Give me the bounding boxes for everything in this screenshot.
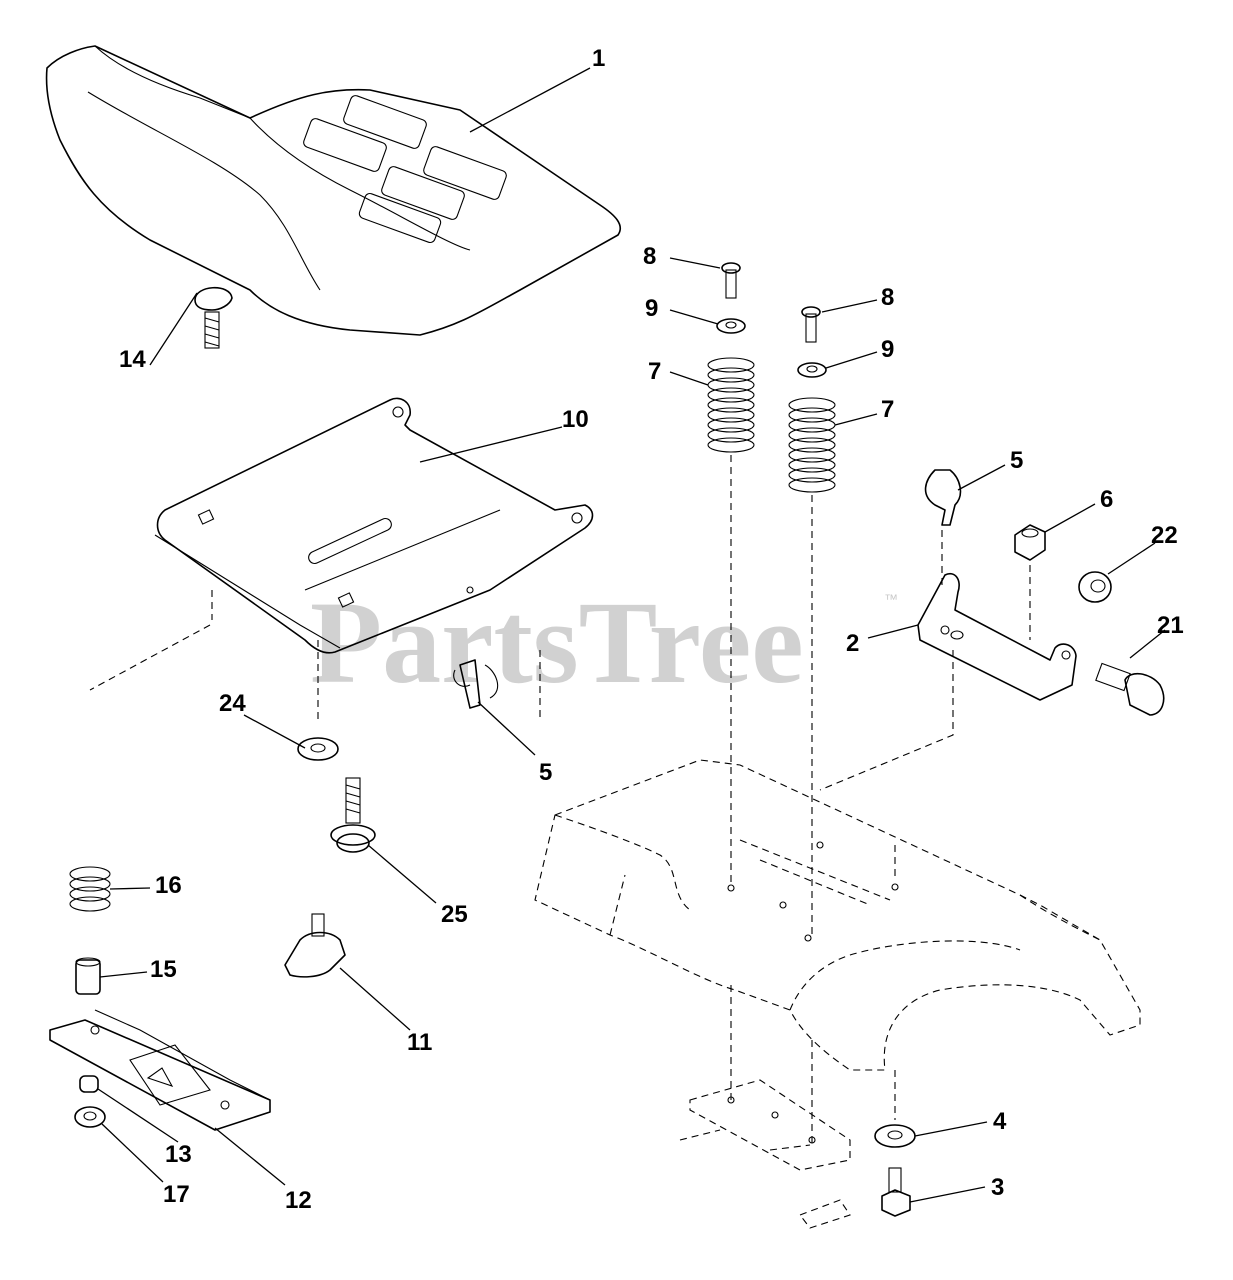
slide-rail-12 bbox=[49, 1009, 271, 1131]
spring-7-left bbox=[707, 357, 755, 453]
callout-8a: 8 bbox=[643, 243, 656, 270]
callout-16: 16 bbox=[155, 872, 182, 899]
fender-chassis bbox=[534, 759, 1141, 1071]
leader-lines bbox=[97, 67, 1166, 1203]
spacer-22 bbox=[1078, 571, 1112, 603]
seat-pan bbox=[154, 397, 594, 654]
washer-24 bbox=[297, 737, 339, 761]
callout-2: 2 bbox=[846, 630, 859, 657]
callout-1: 1 bbox=[592, 45, 605, 72]
callout-10: 10 bbox=[562, 406, 589, 433]
bolt-3 bbox=[881, 1167, 911, 1217]
seat-cushion bbox=[45, 45, 622, 336]
frame-plate bbox=[679, 1079, 851, 1229]
spring-7-right bbox=[788, 397, 836, 493]
callout-21: 21 bbox=[1157, 612, 1184, 639]
bolt-21 bbox=[1095, 662, 1165, 716]
bushing-15 bbox=[75, 957, 101, 995]
nut-13 bbox=[79, 1075, 99, 1093]
callout-9b: 9 bbox=[881, 336, 894, 363]
bolt-25 bbox=[330, 777, 376, 853]
callout-7a: 7 bbox=[648, 358, 661, 385]
washer-9-left bbox=[716, 318, 746, 334]
callout-11: 11 bbox=[407, 1029, 432, 1056]
spring-16 bbox=[69, 866, 111, 912]
callout-9a: 9 bbox=[645, 295, 658, 322]
washer-9-right bbox=[797, 362, 827, 378]
knob-11 bbox=[284, 913, 346, 978]
knob-bolt-14 bbox=[194, 286, 233, 349]
callout-6: 6 bbox=[1100, 486, 1113, 513]
callout-25: 25 bbox=[441, 901, 468, 928]
washer-4 bbox=[874, 1124, 916, 1148]
callout-24: 24 bbox=[219, 690, 246, 717]
callout-22: 22 bbox=[1151, 522, 1178, 549]
nut-6 bbox=[1014, 524, 1046, 561]
bolt-8-right bbox=[801, 306, 821, 343]
callout-12: 12 bbox=[285, 1187, 312, 1214]
bracket-2 bbox=[917, 573, 1077, 701]
callout-3: 3 bbox=[991, 1174, 1004, 1201]
callout-13: 13 bbox=[165, 1141, 192, 1168]
bolt-8-left bbox=[721, 262, 741, 299]
callout-7b: 7 bbox=[881, 396, 894, 423]
callout-14: 14 bbox=[119, 346, 146, 373]
nut-17 bbox=[74, 1106, 106, 1128]
callout-8b: 8 bbox=[881, 284, 894, 311]
callout-5a: 5 bbox=[1010, 447, 1023, 474]
callout-17: 17 bbox=[163, 1181, 190, 1208]
clip-5-right bbox=[924, 469, 962, 526]
callout-5b: 5 bbox=[539, 759, 552, 786]
clip-5-center bbox=[453, 659, 499, 709]
watermark-text: PartsTree bbox=[310, 577, 804, 708]
callout-4: 4 bbox=[993, 1108, 1007, 1135]
watermark-trademark: ™ bbox=[884, 591, 898, 607]
callout-15: 15 bbox=[150, 956, 177, 983]
